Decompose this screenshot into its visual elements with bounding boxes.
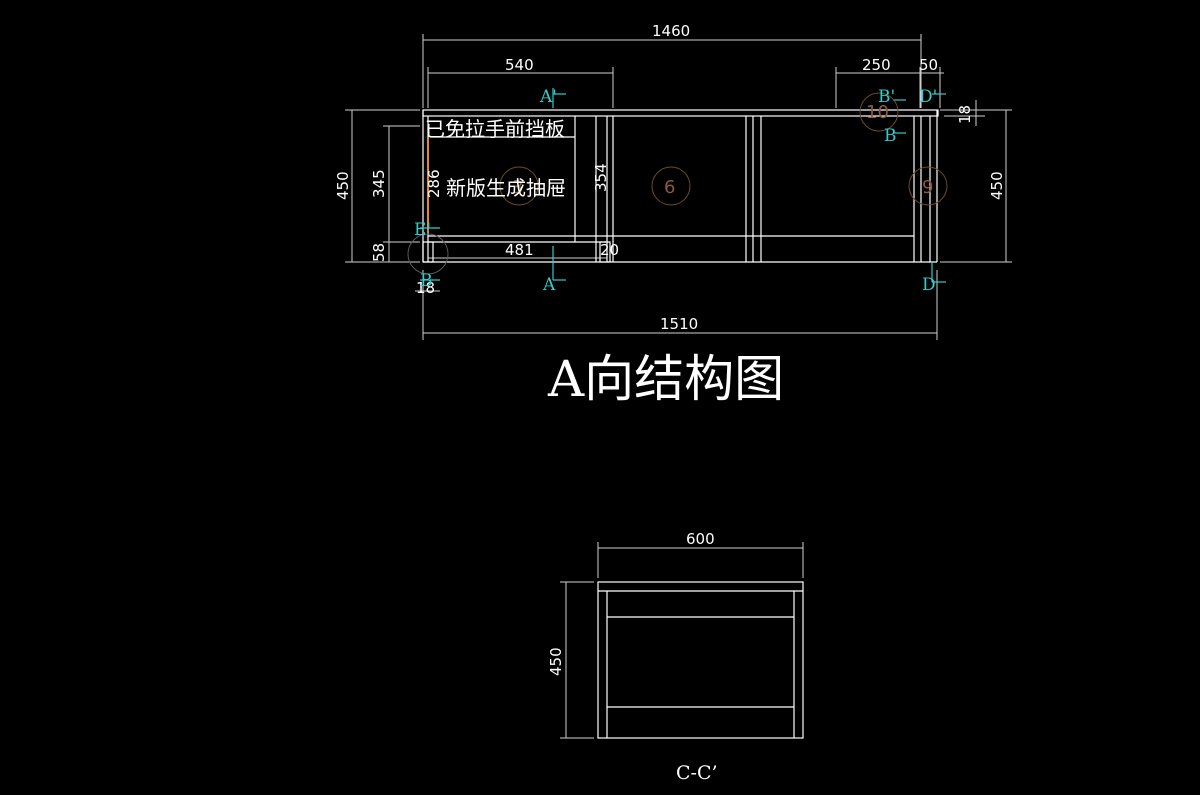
marker-b-mid: B: [884, 126, 897, 146]
dim-1510: 1510: [660, 315, 698, 333]
dimension-lines: [345, 34, 1012, 340]
balloon-9: 9: [922, 177, 933, 198]
balloon-10: 10: [866, 102, 889, 123]
dim-18-bottom: 18: [416, 279, 435, 297]
section-title-cc: C-C’: [676, 762, 718, 784]
marker-e-left: E': [414, 220, 431, 240]
dim-20: 20: [600, 241, 619, 259]
marker-a-bottom: A: [542, 275, 556, 295]
dim-450-section: 450: [547, 647, 565, 676]
note-drawer: 新版生成抽屉: [446, 176, 566, 200]
balloon-left: 3: [512, 177, 523, 198]
marker-a-top: A': [539, 87, 557, 107]
section-cc-dimensions: [560, 542, 804, 739]
dim-50: 50: [919, 56, 938, 74]
note-front-panel: 已免拉手前挡板: [425, 117, 565, 141]
dim-58: 58: [370, 243, 388, 262]
dim-450-left: 450: [334, 171, 352, 200]
section-cc-geometry: [597, 581, 804, 739]
dim-286: 286: [425, 169, 443, 198]
dim-450-right: 450: [988, 171, 1006, 200]
dim-540: 540: [505, 56, 534, 74]
dim-345: 345: [370, 169, 388, 198]
balloon-6: 6: [664, 177, 675, 198]
dim-481: 481: [505, 241, 534, 259]
dim-354: 354: [592, 163, 610, 192]
section-cut-lines: [420, 88, 946, 283]
part-balloons: [407, 92, 948, 275]
dim-250: 250: [862, 56, 891, 74]
view-title-a: A向结构图: [547, 350, 784, 408]
dim-600: 600: [686, 530, 715, 548]
marker-d-top: D': [919, 87, 937, 107]
marker-d-bottom: D: [922, 275, 936, 295]
dim-18-right: 18: [956, 105, 974, 124]
marker-b-left-bottom: B: [420, 271, 433, 291]
marker-b-top: B': [878, 87, 895, 107]
dim-1460: 1460: [652, 22, 690, 40]
